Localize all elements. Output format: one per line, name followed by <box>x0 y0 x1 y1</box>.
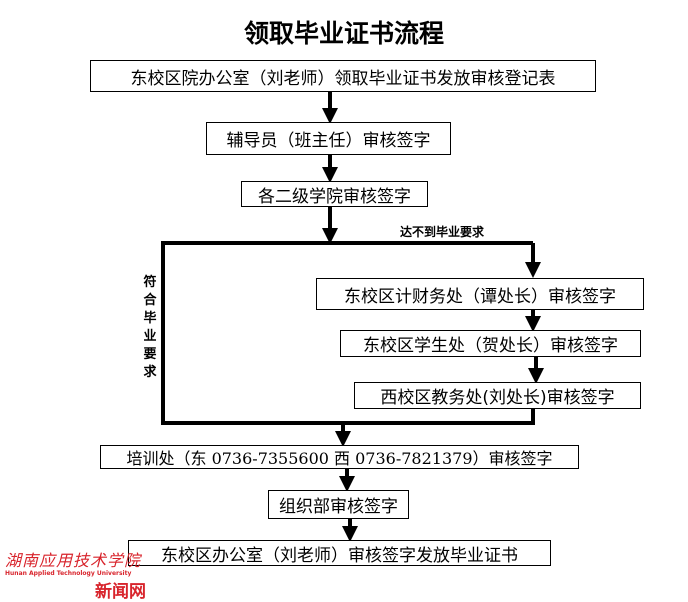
step-3-box: 各二级学院审核签字 <box>241 181 428 207</box>
watermark-site: 新闻网 <box>95 582 146 602</box>
step-9-box: 东校区办公室（刘老师）审核签字发放毕业证书 <box>128 540 551 566</box>
branch-loop <box>161 241 535 425</box>
watermark-english: Hunan Applied Technology University <box>5 570 132 577</box>
watermark-school: 湖南应用技术学院 <box>5 551 142 570</box>
step-1-box: 东校区院办公室（刘老师）领取毕业证书发放审核登记表 <box>90 60 596 92</box>
step-2-box: 辅导员（班主任）审核签字 <box>206 122 451 155</box>
step-5-box: 东校区学生处（贺处长）审核签字 <box>340 330 641 357</box>
step-6-box: 西校区教务处(刘处长)审核签字 <box>354 382 641 409</box>
met-label: 符合毕业要求 <box>143 275 157 380</box>
step-4-box: 东校区计财务处（谭处长）审核签字 <box>316 278 644 310</box>
step-7-box: 培训处（东 0736-7355600 西 0736-7821379）审核签字 <box>100 445 579 469</box>
step-8-box: 组织部审核签字 <box>268 490 409 519</box>
not-met-label: 达不到毕业要求 <box>400 225 485 239</box>
page-title: 领取毕业证书流程 <box>243 19 444 48</box>
